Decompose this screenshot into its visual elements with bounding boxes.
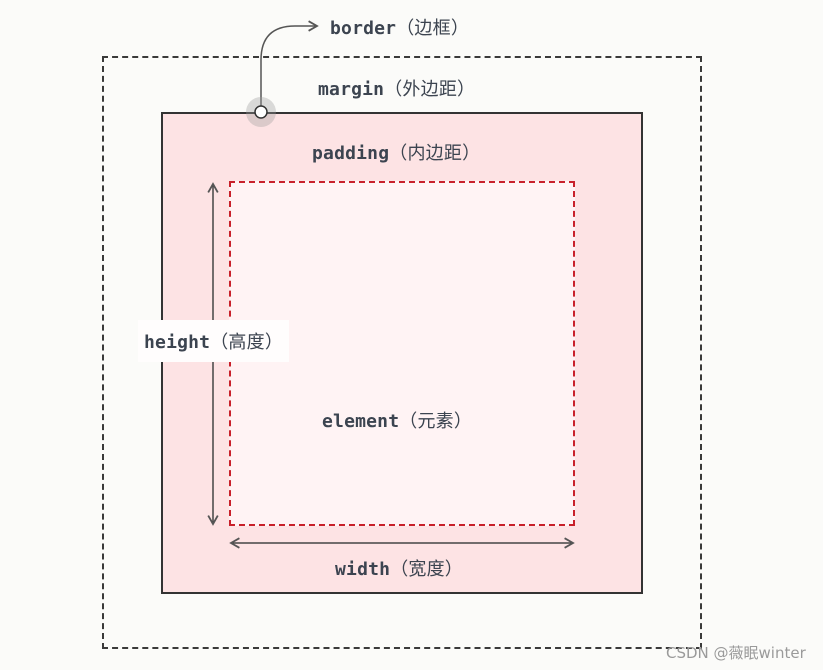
border-label-cn: （边框） bbox=[396, 18, 470, 39]
height-label: height（高度） bbox=[138, 320, 290, 362]
element-label: element（元素） bbox=[322, 407, 472, 433]
height-label-en: height bbox=[144, 332, 211, 353]
width-label: width（宽度） bbox=[335, 555, 463, 581]
padding-label-cn: （内边距） bbox=[389, 143, 481, 164]
margin-label-en: margin bbox=[318, 79, 385, 100]
padding-label-en: padding bbox=[312, 143, 390, 164]
margin-area bbox=[102, 56, 702, 649]
height-label-cn: （高度） bbox=[210, 332, 284, 353]
border-label-en: border bbox=[330, 18, 397, 39]
padding-label: padding（内边距） bbox=[312, 139, 480, 165]
element-label-en: element bbox=[322, 411, 400, 432]
border-label: border（边框） bbox=[330, 14, 469, 40]
watermark: CSDN @薇眠winter bbox=[666, 644, 806, 662]
margin-label-cn: （外边距） bbox=[384, 79, 476, 100]
width-label-en: width bbox=[335, 559, 391, 580]
width-label-cn: （宽度） bbox=[390, 559, 463, 580]
margin-label: margin（外边距） bbox=[318, 75, 475, 101]
element-label-cn: （元素） bbox=[399, 411, 473, 432]
